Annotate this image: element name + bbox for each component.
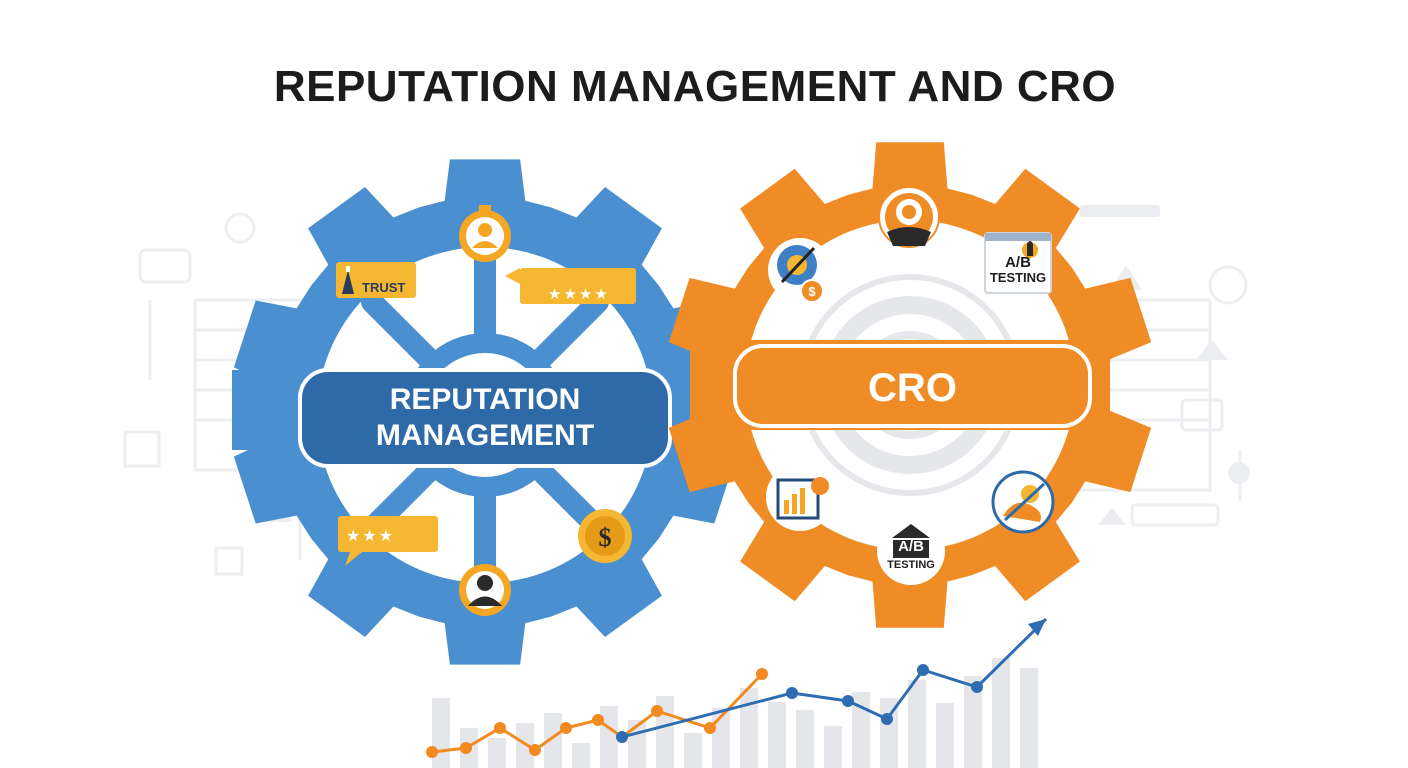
growth-bar bbox=[852, 692, 870, 768]
blue-line-point bbox=[842, 695, 854, 707]
orange-line-point bbox=[529, 744, 541, 756]
growth-bar bbox=[684, 733, 702, 768]
background-shapes bbox=[263, 205, 1250, 525]
trust-flag-icon bbox=[336, 262, 416, 298]
orange-line-point bbox=[756, 668, 768, 680]
growth-bar bbox=[964, 676, 982, 768]
growth-bar bbox=[516, 723, 534, 768]
ab-testing-icon bbox=[877, 517, 945, 585]
blue-line-point bbox=[917, 664, 929, 676]
growth-bar bbox=[572, 743, 590, 768]
three-star-text: ★★★ bbox=[346, 526, 395, 545]
gear-dollar-symbol: $ bbox=[808, 284, 816, 299]
person-icon bbox=[459, 564, 511, 616]
growth-bar bbox=[992, 658, 1010, 768]
reputation-label-plate bbox=[298, 368, 672, 468]
bar-chart-gear-icon bbox=[766, 463, 834, 531]
blue-line-point bbox=[616, 731, 628, 743]
growth-bars bbox=[432, 658, 1038, 768]
ab-top-line2: TESTING bbox=[989, 270, 1047, 285]
orange-line-point bbox=[460, 742, 472, 754]
blue-line-point bbox=[786, 687, 798, 699]
orange-line-point bbox=[494, 722, 506, 734]
star-rating-icon bbox=[338, 516, 438, 566]
growth-bar bbox=[432, 698, 450, 768]
ab-bottom-line2: TESTING bbox=[887, 559, 935, 571]
dollar-coin-icon bbox=[578, 509, 632, 563]
page-title: REPUTATION MANAGEMENT AND CRO bbox=[273, 62, 1117, 111]
growth-bar bbox=[600, 706, 618, 768]
growth-bar bbox=[544, 713, 562, 768]
dollar-symbol: $ bbox=[599, 523, 612, 552]
growth-bar bbox=[1020, 668, 1038, 768]
ab-testing-bottom-label: A/B TESTING bbox=[880, 538, 942, 572]
orange-growth-line bbox=[431, 672, 764, 754]
cro-label-plate bbox=[733, 344, 1092, 428]
orange-line-point bbox=[592, 714, 604, 726]
ab-top-line1: A/B bbox=[1005, 254, 1031, 271]
growth-bar bbox=[796, 710, 814, 768]
trust-text: TRUST bbox=[362, 280, 405, 295]
growth-bar bbox=[488, 738, 506, 768]
person-icon bbox=[459, 205, 511, 262]
hand-gear-icon bbox=[991, 470, 1055, 534]
four-star-text: ★★★★ bbox=[548, 285, 610, 303]
ab-bottom-line1: A/B bbox=[898, 538, 924, 555]
gear-dollar-icon bbox=[768, 238, 832, 303]
blue-line-point bbox=[881, 713, 893, 725]
growth-bar bbox=[824, 726, 842, 768]
reputation-management-label: REPUTATION MANAGEMENT bbox=[300, 370, 670, 466]
growth-bar bbox=[936, 703, 954, 768]
reputation-label-line2: MANAGEMENT bbox=[375, 419, 595, 452]
growth-bar bbox=[908, 680, 926, 768]
star-rating-icon bbox=[505, 268, 636, 304]
cro-label: CRO bbox=[868, 365, 957, 410]
orange-line-point bbox=[560, 722, 572, 734]
orange-line-point bbox=[651, 705, 663, 717]
orange-line-point bbox=[704, 722, 716, 734]
blue-growth-line bbox=[621, 617, 1048, 739]
orange-line-point bbox=[426, 746, 438, 758]
growth-arrowhead bbox=[1028, 619, 1046, 636]
blue-line-point bbox=[971, 681, 983, 693]
growth-line-chart bbox=[426, 617, 1048, 758]
growth-bar bbox=[740, 688, 758, 768]
ab-testing-top-label: A/B TESTING bbox=[987, 255, 1049, 285]
growth-bar bbox=[768, 702, 786, 768]
reputation-label-line1: REPUTATION bbox=[389, 383, 581, 416]
ab-testing-icon bbox=[984, 232, 1052, 294]
target-icon bbox=[878, 186, 940, 248]
